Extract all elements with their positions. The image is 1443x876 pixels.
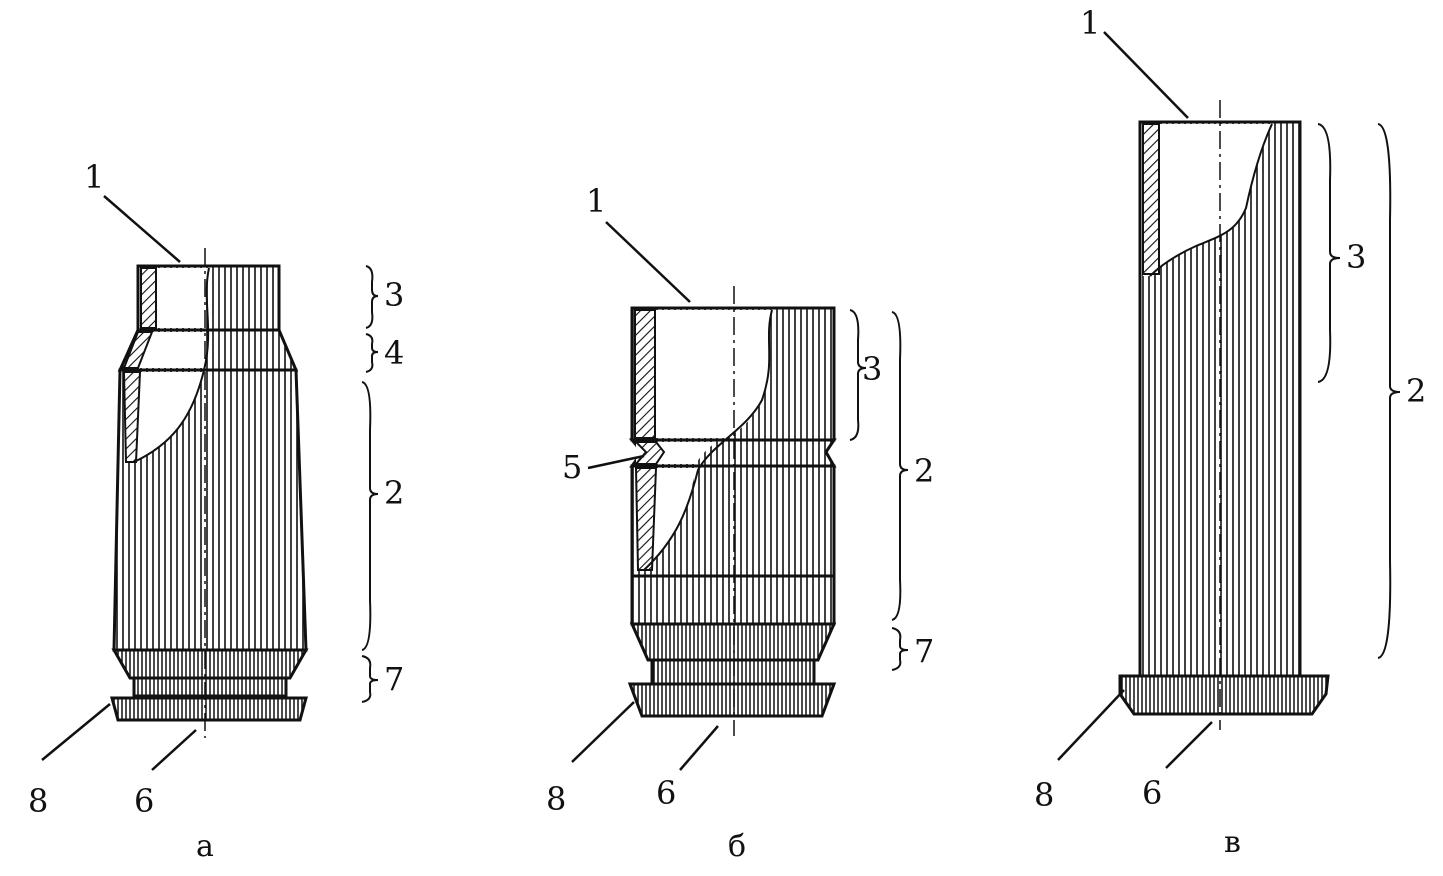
case-b-label-muzzle: 3 — [862, 350, 882, 388]
case-b-taper — [629, 622, 837, 662]
case-b-label-body: 2 — [914, 452, 934, 490]
case-c-label-muzzle: 3 — [1346, 238, 1366, 276]
case-a-label-body: 2 — [384, 474, 404, 512]
case-a-label-groove: 7 — [384, 660, 404, 698]
case-b-label-ring: 5 — [562, 448, 582, 486]
case-a-label-muzzle: 3 — [384, 276, 404, 314]
case-c-label-body: 2 — [1406, 372, 1426, 410]
case-a-label-mouth: 1 — [84, 158, 104, 196]
case-c: 1 3 2 8 6 в — [1034, 4, 1426, 860]
case-b-caption: б — [728, 829, 746, 864]
case-b: 1 3 5 2 7 8 6 б — [546, 182, 934, 864]
case-c-caption: в — [1224, 825, 1241, 860]
case-b-label-mouth: 1 — [586, 182, 606, 220]
case-c-rim — [1118, 674, 1330, 716]
case-b-label-base: 6 — [656, 774, 676, 812]
case-b-label-groove: 7 — [914, 632, 934, 670]
case-a-taper — [111, 648, 309, 680]
case-a: 1 3 4 2 7 8 6 а — [28, 158, 404, 864]
case-b-base-wall — [630, 574, 836, 626]
case-c-label-base: 6 — [1142, 774, 1162, 812]
case-a-rim — [110, 696, 308, 722]
case-c-label-mouth: 1 — [1080, 4, 1100, 42]
case-b-label-rim: 8 — [546, 780, 566, 818]
case-a-label-rim: 8 — [28, 782, 48, 820]
case-a-caption: а — [196, 829, 214, 864]
case-a-label-shoulder: 4 — [384, 334, 404, 372]
case-a-groove — [132, 676, 288, 698]
case-b-groove — [650, 658, 816, 686]
case-c-label-rim: 8 — [1034, 776, 1054, 814]
case-a-label-base: 6 — [134, 782, 154, 820]
case-b-rim — [627, 682, 837, 718]
